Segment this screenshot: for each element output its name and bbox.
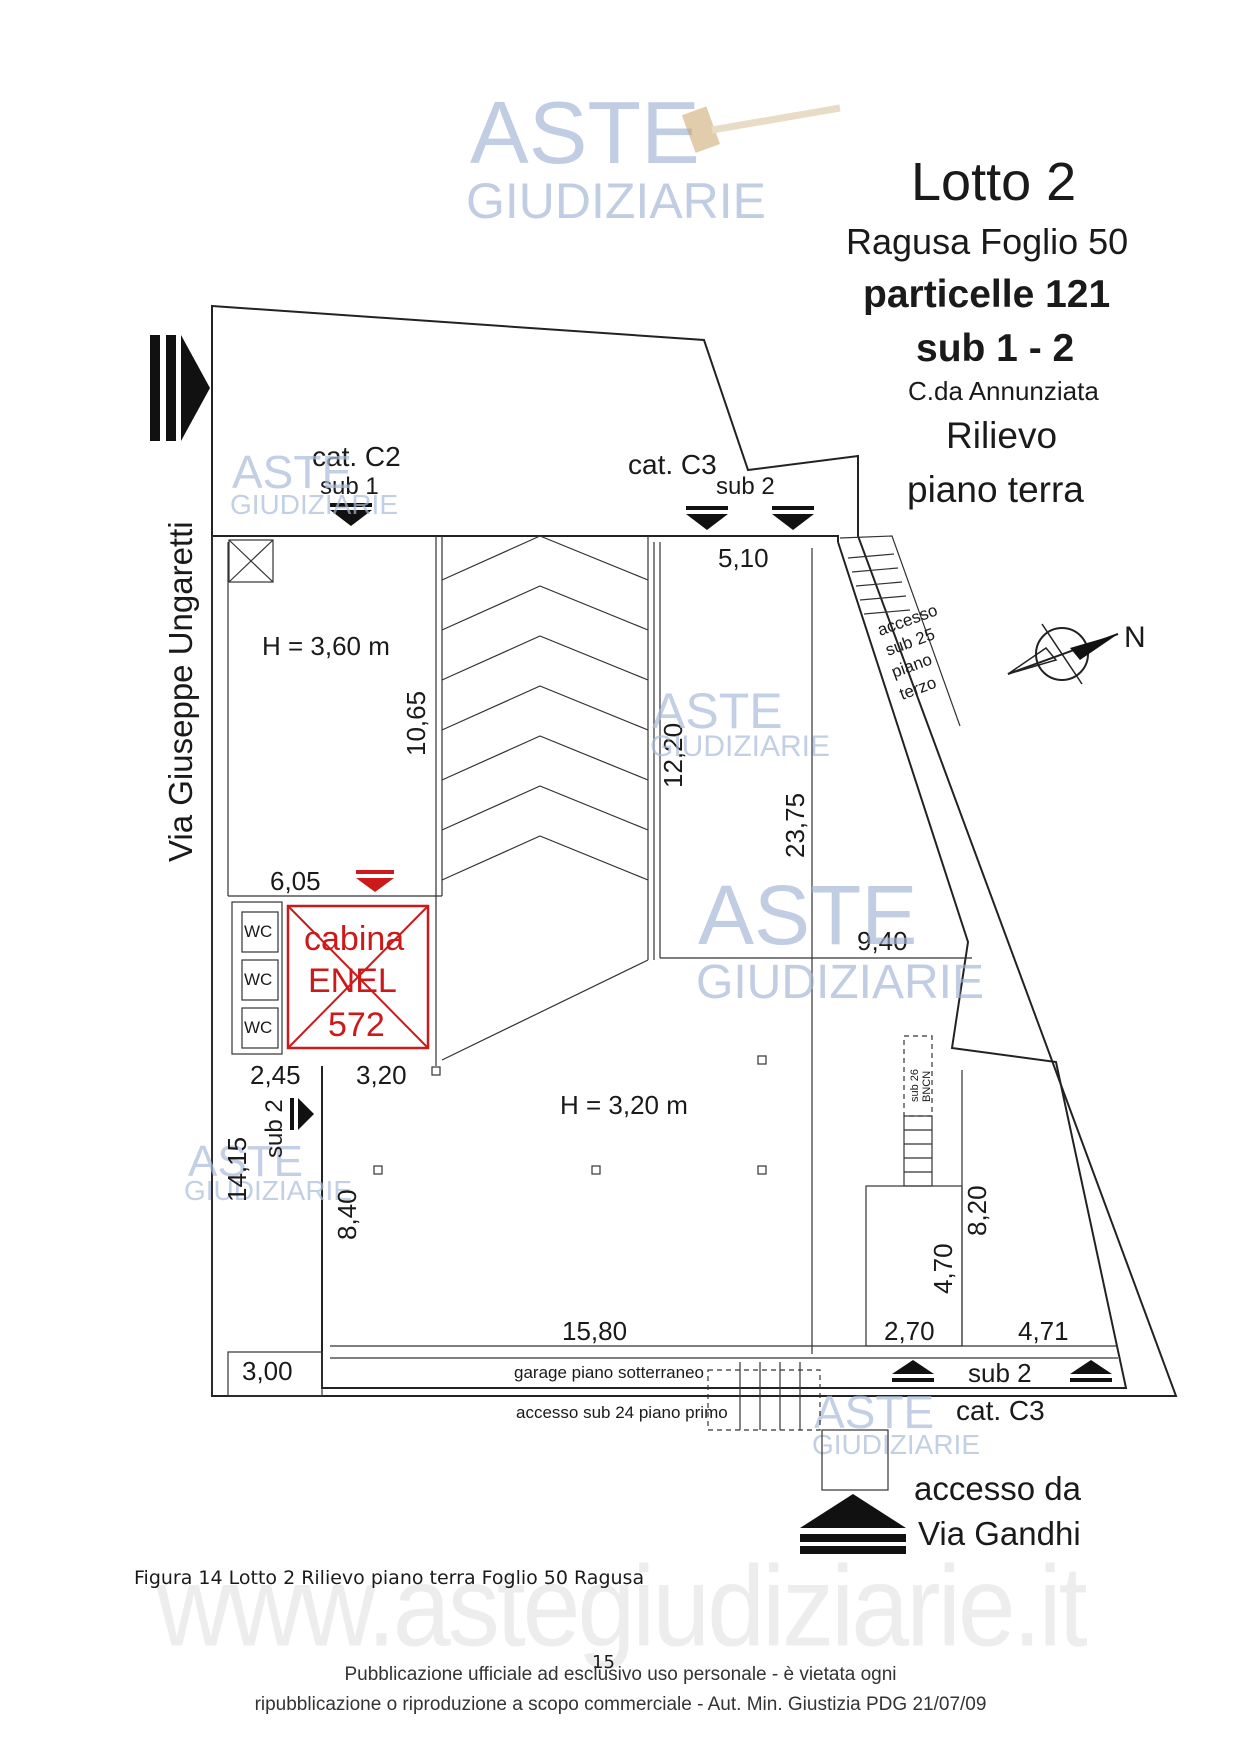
lot-boundary (211, 304, 1178, 1397)
watermark-small-1: ASTE GIUDIZIARIE (230, 446, 398, 520)
watermark-medium: ASTE GIUDIZIARIE (696, 868, 984, 1009)
gavel-icon (681, 104, 841, 153)
svg-text:2,45: 2,45 (250, 1060, 301, 1090)
entry-arrow-icon (772, 514, 814, 530)
svg-text:GIUDIZIARIE: GIUDIZIARIE (466, 173, 766, 229)
stairs-sub25: accesso sub 25 piano terzo (839, 535, 961, 727)
svg-text:23,75: 23,75 (780, 793, 810, 858)
entry-arrow-icon (892, 1360, 934, 1374)
unit-labels-top: cat. C2 sub 1 cat. C3 sub 2 (312, 441, 814, 530)
page-number: 15 (592, 1652, 615, 1673)
svg-text:particelle 121: particelle 121 (863, 273, 1110, 316)
svg-text:GIUDIZIARIE: GIUDIZIARIE (696, 956, 984, 1009)
svg-text:ASTE: ASTE (470, 83, 700, 182)
svg-text:ASTE: ASTE (232, 446, 352, 498)
arrow-right-icon (150, 335, 210, 441)
svg-text:sub 2: sub 2 (261, 1099, 288, 1158)
svg-text:2,70: 2,70 (884, 1316, 935, 1346)
svg-text:8,20: 8,20 (962, 1185, 992, 1236)
svg-text:H = 3,20 m: H = 3,20 m (560, 1090, 688, 1120)
svg-text:sub 26: sub 26 (909, 1069, 921, 1102)
footer-line-2: ripubblicazione o riproduzione a scopo c… (254, 1694, 987, 1715)
svg-text:Ragusa Foglio 50: Ragusa Foglio 50 (846, 221, 1128, 262)
watermark-small-4: ASTE GIUDIZIARIE (812, 1386, 980, 1460)
svg-text:piano terra: piano terra (907, 469, 1084, 510)
svg-text:Via Gandhi: Via Gandhi (918, 1515, 1081, 1552)
svg-text:N: N (1124, 621, 1146, 654)
svg-text:BNCN: BNCN (921, 1071, 933, 1102)
svg-text:3,00: 3,00 (242, 1356, 293, 1386)
svg-text:ASTE: ASTE (698, 868, 917, 962)
entry-arrow-icon (298, 1098, 314, 1130)
entry-arrow-icon (1070, 1360, 1112, 1374)
svg-text:WC: WC (244, 1018, 272, 1037)
svg-text:GIUDIZIARIE: GIUDIZIARIE (812, 1429, 980, 1460)
svg-text:C.da Annunziata: C.da Annunziata (908, 376, 1099, 406)
svg-text:5,10: 5,10 (718, 543, 769, 573)
svg-text:GIUDIZIARIE: GIUDIZIARIE (650, 730, 830, 763)
footer-line-1: Pubblicazione ufficiale ad esclusivo uso… (344, 1664, 897, 1685)
entry-arrow-icon (330, 510, 372, 526)
svg-text:ENEL: ENEL (308, 962, 397, 1000)
south-access: accesso da Via Gandhi (800, 1470, 1082, 1554)
svg-text:ASTE: ASTE (188, 1137, 303, 1186)
svg-text:cat. C3: cat. C3 (956, 1395, 1045, 1426)
svg-text:Rilievo: Rilievo (946, 415, 1057, 456)
access-arrow-up-icon (800, 1494, 906, 1528)
ramp (441, 535, 655, 1061)
wc-block: WC WC WC (231, 901, 283, 1055)
svg-text:Lotto 2: Lotto 2 (911, 152, 1076, 212)
bottom-labels: garage piano sotterraneo accesso sub 24 … (514, 1358, 1112, 1491)
room-sub1: H = 3,60 m 10,65 6,05 (228, 539, 431, 896)
svg-text:ASTE: ASTE (814, 1386, 934, 1438)
svg-text:12,20: 12,20 (658, 723, 688, 788)
svg-text:6,05: 6,05 (270, 866, 321, 896)
svg-text:sub 2: sub 2 (968, 1358, 1032, 1388)
svg-text:3,20: 3,20 (356, 1060, 407, 1090)
svg-text:572: 572 (328, 1006, 385, 1044)
svg-text:accesso sub 24 piano primo: accesso sub 24 piano primo (516, 1403, 728, 1422)
room-lower: 2,45 3,20 H = 3,20 m 14,15 sub 2 8,40 15… (222, 1055, 1118, 1397)
svg-text:H = 3,60 m: H = 3,60 m (262, 631, 390, 661)
svg-text:sub 2: sub 2 (716, 473, 775, 500)
svg-text:garage piano sotterraneo: garage piano sotterraneo (514, 1363, 704, 1382)
watermark-small-3: ASTE GIUDIZIARIE (184, 1137, 352, 1206)
svg-text:sub 1: sub 1 (320, 473, 379, 500)
svg-text:accesso da: accesso da (914, 1470, 1082, 1507)
entry-arrow-icon (356, 878, 394, 892)
title-block: Lotto 2 Ragusa Foglio 50 particelle 121 … (846, 152, 1128, 510)
svg-text:WC: WC (244, 922, 272, 941)
cabina-enel: cabina ENEL 572 (286, 870, 430, 1050)
room-sub2: 5,10 12,20 23,75 9,40 (658, 542, 972, 1354)
svg-text:4,71: 4,71 (1018, 1316, 1069, 1346)
watermark-logo-top: ASTE GIUDIZIARIE (466, 83, 841, 229)
svg-text:14,15: 14,15 (222, 1137, 252, 1202)
west-street: Via Giuseppe Ungaretti (150, 335, 210, 862)
svg-text:10,65: 10,65 (401, 691, 431, 756)
svg-text:GIUDIZIARIE: GIUDIZIARIE (230, 489, 398, 520)
svg-text:9,40: 9,40 (857, 926, 908, 956)
room-small-right: sub 26 BNCN 4,70 2,70 8,20 4,71 (865, 1035, 1069, 1347)
svg-text:cabina: cabina (304, 920, 404, 958)
svg-text:15,80: 15,80 (562, 1316, 627, 1346)
svg-text:sub 1 - 2: sub 1 - 2 (916, 327, 1074, 370)
watermark-small-2: ASTE GIUDIZIARIE (650, 683, 830, 763)
compass-north-icon: N (1007, 621, 1146, 685)
svg-text:ASTE: ASTE (652, 683, 783, 739)
figure-caption: Figura 14 Lotto 2 Rilievo piano terra Fo… (134, 1567, 645, 1589)
entry-arrow-icon (686, 514, 728, 530)
svg-text:4,70: 4,70 (928, 1243, 958, 1294)
svg-text:GIUDIZIARIE: GIUDIZIARIE (184, 1175, 352, 1206)
svg-text:8,40: 8,40 (332, 1189, 362, 1240)
svg-text:WC: WC (244, 970, 272, 989)
svg-text:cat. C3: cat. C3 (628, 449, 717, 480)
svg-text:Via Giuseppe Ungaretti: Via Giuseppe Ungaretti (162, 521, 199, 862)
svg-text:cat. C2: cat. C2 (312, 441, 401, 472)
